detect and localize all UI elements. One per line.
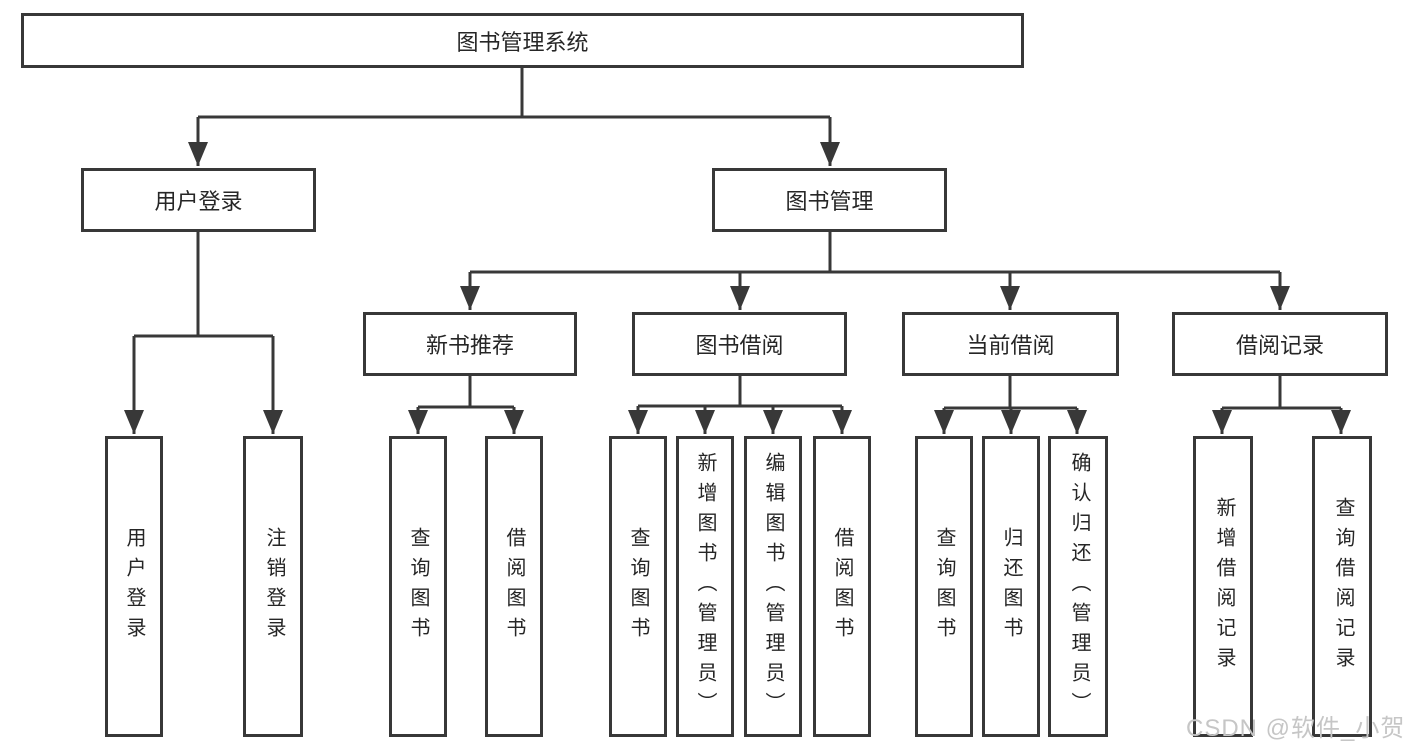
watermark: CSDN @软件_小贺同学 <box>1186 715 1405 742</box>
node-borrowing-records: 借阅记录 <box>1172 312 1388 376</box>
node-new-book-recommendation: 新书推荐 <box>363 312 577 376</box>
leaf-borrow-books-borrowing: 借阅图书 <box>813 436 871 737</box>
leaf-confirm-return-admin: 确认归还（管理员） <box>1048 436 1108 737</box>
node-book-management: 图书管理 <box>712 168 947 232</box>
leaf-edit-book-admin: 编辑图书（管理员） <box>744 436 802 737</box>
leaf-user-login: 用户登录 <box>105 436 163 737</box>
connector-segments <box>124 68 1351 434</box>
leaf-return-books: 归还图书 <box>982 436 1040 737</box>
leaf-query-borrow-record: 查询借阅记录 <box>1312 436 1372 737</box>
leaf-query-books-recommend: 查询图书 <box>389 436 447 737</box>
leaf-add-borrow-record: 新增借阅记录 <box>1193 436 1253 737</box>
leaf-borrow-books-recommend: 借阅图书 <box>485 436 543 737</box>
leaf-query-books-borrowing: 查询图书 <box>609 436 667 737</box>
node-book-borrowing: 图书借阅 <box>632 312 847 376</box>
node-current-borrowing: 当前借阅 <box>902 312 1119 376</box>
leaf-logout: 注销登录 <box>243 436 303 737</box>
node-user-login: 用户登录 <box>81 168 316 232</box>
leaf-add-book-admin: 新增图书（管理员） <box>676 436 734 737</box>
leaf-query-books-current: 查询图书 <box>915 436 973 737</box>
node-library-management-system: 图书管理系统 <box>21 13 1024 68</box>
